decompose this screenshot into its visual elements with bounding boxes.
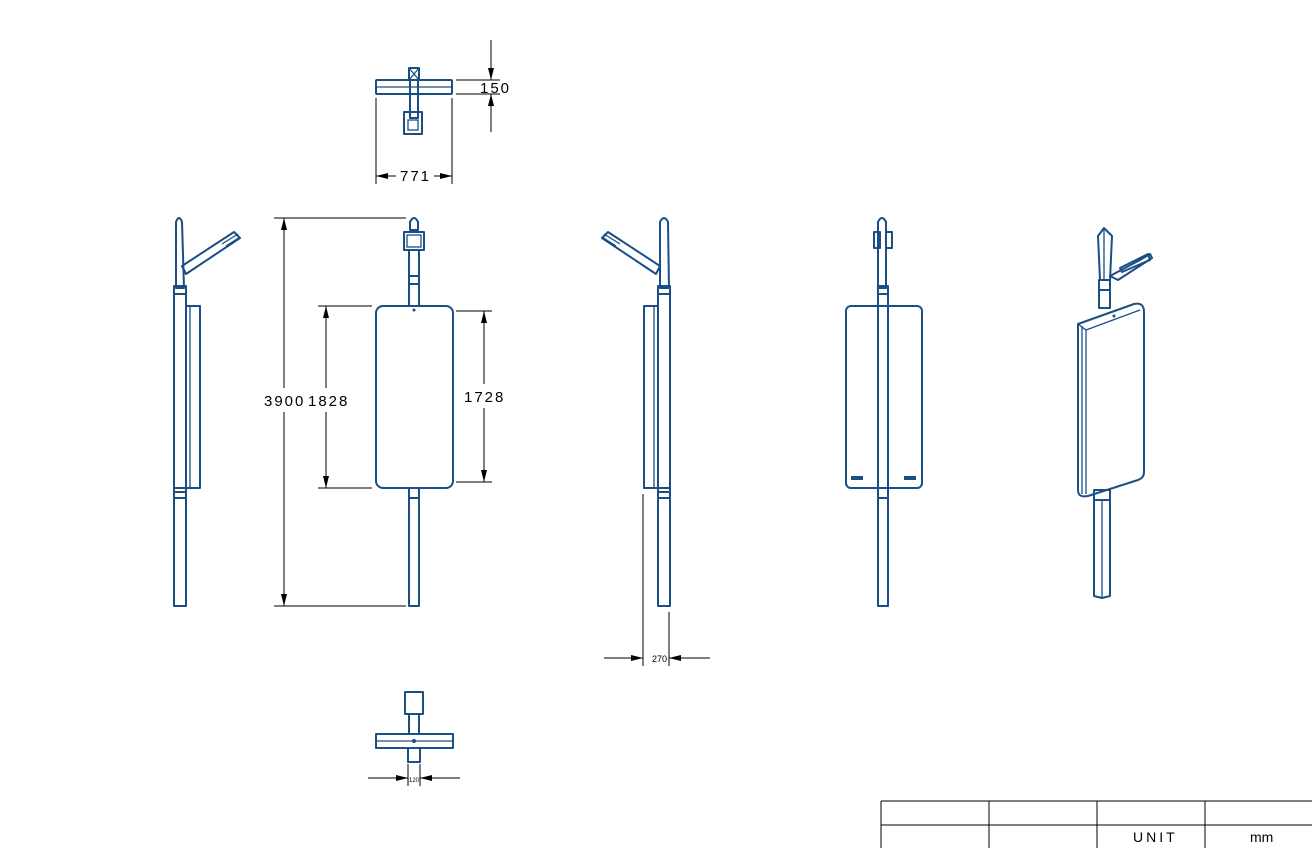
dim-text-120: 120	[409, 778, 420, 784]
front-view	[375, 217, 454, 607]
title-block: UNIT mm	[880, 800, 1312, 848]
dim-text-3900: 3900	[264, 393, 305, 410]
dim-text-1828: 1828	[308, 393, 349, 410]
dimension-top-width: 771	[375, 98, 453, 185]
dim-text-1728: 1728	[464, 389, 505, 406]
dimension-overall-height: 3900	[264, 217, 406, 607]
dimension-panel-outer-height: 1828	[308, 305, 372, 489]
rear-view	[845, 217, 923, 607]
dimension-side-depth: 270	[604, 494, 710, 666]
unit-value: mm	[1250, 829, 1273, 845]
left-side-view	[173, 217, 241, 607]
right-side-view	[601, 217, 671, 607]
dimension-bottom-pole: 120	[368, 764, 460, 786]
dim-text-771: 771	[400, 168, 431, 185]
isometric-view	[1077, 227, 1153, 599]
top-view	[375, 67, 453, 135]
unit-label: UNIT	[1133, 829, 1178, 845]
dimension-top-depth: 150	[456, 40, 511, 132]
dim-text-150: 150	[480, 80, 511, 97]
dim-text-270: 270	[652, 654, 667, 664]
bottom-view	[375, 691, 454, 763]
dimension-panel-inner-height: 1728	[456, 310, 505, 483]
